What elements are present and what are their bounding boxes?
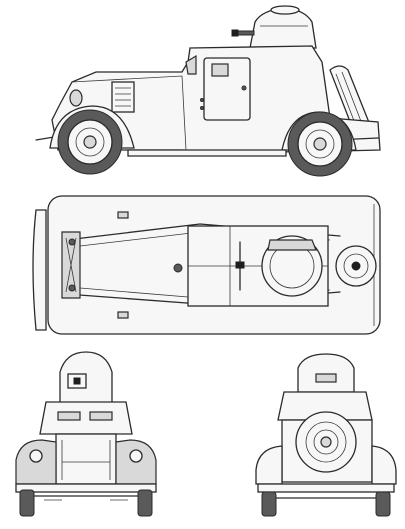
rear-spare-wheel <box>295 411 357 473</box>
front-left-wheel <box>19 489 35 517</box>
turret-gun <box>235 30 255 36</box>
top-view <box>32 195 381 335</box>
rear-view <box>255 353 397 517</box>
front-wheel <box>57 109 123 175</box>
spare-wheel-top <box>335 245 377 287</box>
rear-wheel <box>287 111 353 177</box>
front-right-wheel <box>137 489 153 517</box>
rear-right-wheel <box>375 491 391 517</box>
turret-ring <box>261 235 323 297</box>
rear-left-wheel <box>261 491 277 517</box>
side-view <box>35 5 381 177</box>
rear-turret <box>297 353 355 393</box>
radiator-armour <box>55 433 117 485</box>
front-view <box>15 351 157 517</box>
bonnet-louvre <box>111 81 135 113</box>
